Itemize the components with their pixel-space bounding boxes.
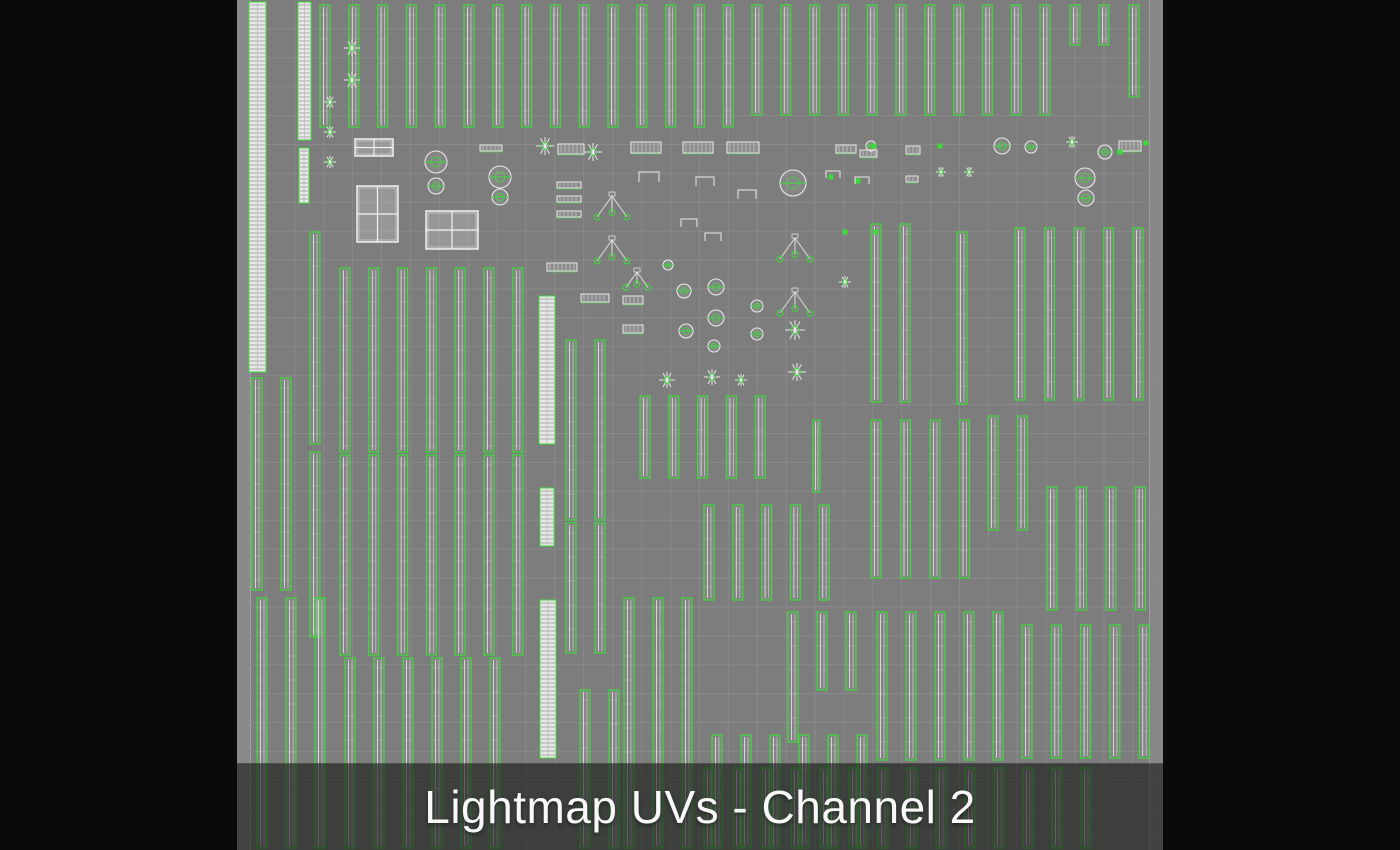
- caption-bar: Lightmap UVs - Channel 2: [237, 763, 1163, 850]
- uv-layout-svg: [237, 0, 1163, 850]
- caption-text: Lightmap UVs - Channel 2: [424, 781, 976, 833]
- uv-canvas: Lightmap UVs - Channel 2: [237, 0, 1163, 850]
